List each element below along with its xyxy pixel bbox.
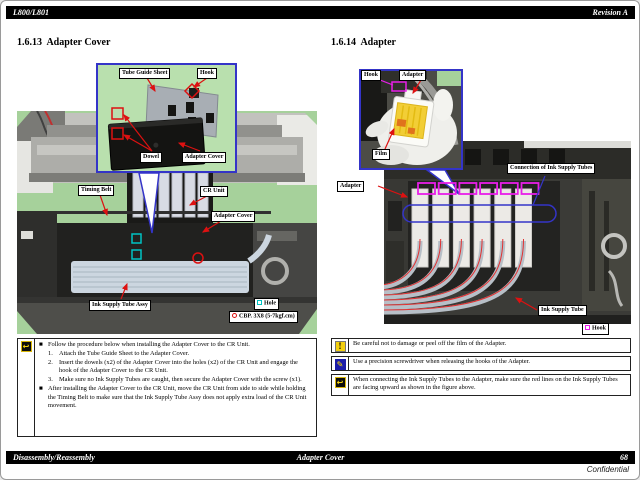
header-revision: Revision A — [592, 8, 628, 17]
checkpoint-body: ■ Follow the procedure below when instal… — [35, 339, 316, 436]
right-checkpoint-icon: ↩ — [334, 377, 346, 388]
label-connection-of-ink-supply-tubes: Connection of Ink Supply Tubes — [507, 163, 596, 174]
footer-bar: Adapter Cover Disassembly/Reassembly 68 — [6, 451, 635, 464]
note-text: Use a precision screwdriver when releasi… — [353, 358, 530, 365]
caution-box: ! Be careful not to damage or peel off t… — [331, 338, 631, 353]
caution-icon-col: ! — [332, 339, 349, 352]
screw-marker-icon — [232, 313, 237, 318]
note-pencil-icon: ✎ — [334, 359, 346, 370]
right-checkpoint-text: When connecting the Ink Supply Tubes to … — [353, 376, 618, 392]
label-adapter-inset: Adapter — [399, 70, 427, 81]
right-checkpoint-icon-col: ↩ — [332, 375, 349, 395]
checkpoint-step-1: 1. Attach the Tube Guide Sheet to the Ad… — [48, 350, 190, 358]
label-timing-belt: Timing Belt — [78, 185, 115, 196]
checkpoint-bullet-2: ■ After installing the Adapter Cover to … — [39, 385, 307, 409]
label-hook-right-inset: Hook — [361, 70, 382, 81]
checkpoint-step-2: 2. Insert the dowels (x2) of the Adapter… — [48, 359, 298, 375]
label-film: Film — [372, 149, 390, 160]
header-model-title: L800/L801 — [13, 8, 49, 17]
note-icon-col: ✎ — [332, 357, 349, 370]
footer-section: Disassembly/Reassembly — [13, 453, 95, 462]
checkpoint-icon: ↩ — [20, 341, 32, 352]
note-box: ✎ Use a precision screwdriver when relea… — [331, 356, 631, 371]
label-cr-unit: CR Unit — [200, 186, 228, 197]
hole-marker-icon — [257, 300, 262, 305]
label-hook-left-inset: Hook — [197, 68, 218, 79]
left-checkpoint-box: ↩ ■ Follow the procedure below when inst… — [17, 338, 317, 437]
hook-marker-icon — [585, 325, 590, 330]
footer-page-number: 68 — [620, 453, 628, 462]
caution-text: Be careful not to damage or peel off the… — [353, 340, 507, 347]
section-heading-adapter-cover: 1.6.13 Adapter Cover — [17, 37, 111, 48]
checkpoint-step-3: 3. Make sure no Ink Supply Tubes are cau… — [48, 376, 302, 384]
bullet-glyph: ■ — [39, 341, 43, 348]
label-dowel: Dowel — [140, 152, 162, 163]
section-heading-adapter: 1.6.14 Adapter — [331, 37, 396, 48]
label-adapter-cover-inset: Adapter Cover — [182, 152, 227, 163]
confidential-stamp: Confidential — [586, 465, 629, 474]
legend-screw: CBP. 3X8 (5-7kgf.cm) — [229, 311, 298, 323]
label-ink-supply-tube-assy: Ink Supply Tube Assy — [89, 300, 151, 311]
bullet-glyph: ■ — [39, 385, 43, 393]
legend-hook: Hook — [582, 323, 610, 335]
caution-icon: ! — [334, 341, 346, 352]
label-tube-guide-sheet: Tube Guide Sheet — [119, 68, 171, 79]
header-bar: L800/L801 Revision A — [6, 6, 635, 19]
right-checkpoint-box: ↩ When connecting the Ink Supply Tubes t… — [331, 374, 631, 396]
checkpoint-bullet-1: ■ Follow the procedure below when instal… — [39, 341, 250, 348]
legend-hole: Hole — [254, 298, 279, 310]
label-adapter-main: Adapter — [337, 181, 365, 192]
footer-topic: Adapter Cover — [296, 453, 345, 462]
label-adapter-cover-main: Adapter Cover — [211, 211, 256, 222]
checkpoint-icon-col: ↩ — [18, 339, 35, 436]
label-ink-supply-tube: Ink Supply Tube — [538, 305, 587, 316]
